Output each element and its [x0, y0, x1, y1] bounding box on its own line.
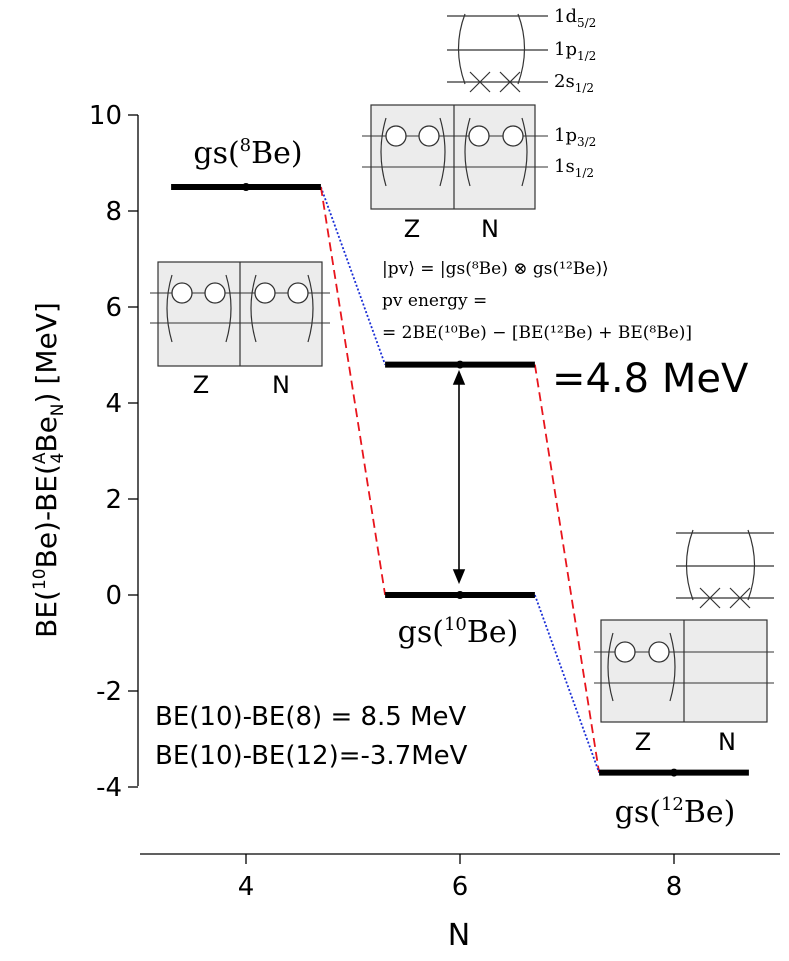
pv-energy-line1: pv energy =: [382, 291, 487, 311]
level-point-gs8: [242, 183, 250, 191]
nucleon-circle-icon: [287, 282, 309, 304]
be-10-12-annotation: BE(10)-BE(12)=-3.7MeV: [155, 741, 468, 771]
y-tick-label: -4: [96, 773, 122, 803]
gs8-label: gs(8Be): [193, 135, 302, 171]
nucleon-circle-icon: [385, 125, 407, 147]
be10-box-n-label: N: [481, 215, 499, 243]
x-ticks: 4 6 8: [238, 854, 683, 902]
y-tick-label: 0: [105, 581, 122, 611]
label-1s12: 1s1/2: [554, 156, 594, 180]
y-tick-label: 4: [105, 389, 122, 419]
x-tick-label: 4: [238, 872, 255, 902]
y-label-prefix: BE(: [30, 590, 63, 638]
level-connectors: [320, 186, 600, 773]
y-label-sup-10: 10: [30, 568, 50, 590]
link-gs8-gs10: [320, 186, 386, 596]
be12-box-z-label: Z: [635, 728, 651, 756]
y-tick-label: 2: [105, 485, 122, 515]
be12-box-n-label: N: [718, 728, 736, 756]
gap-double-arrow: [452, 369, 466, 585]
level-point-pv: [456, 360, 464, 369]
link-pv-gs12: [534, 364, 600, 773]
y-label-sup-A: A: [30, 452, 50, 464]
upper-shell-sketch: [447, 13, 548, 93]
pv-ket-annotation: |pv⟩ = |gs(⁸Be) ⊗ gs(¹²Be)⟩: [382, 259, 609, 279]
link-gs10-gs12: [534, 594, 600, 773]
energy-levels: [171, 183, 749, 777]
y-label-close: ): [30, 393, 63, 404]
y-label-be: Be: [30, 416, 63, 452]
link-gs8-pv: [320, 186, 386, 365]
nucleon-circle-icon: [468, 125, 490, 147]
y-label-unit: [MeV]: [30, 302, 63, 384]
y-ticks: -4 -2 0 2 4 6 8 10: [89, 101, 138, 803]
be10-shell-box: [362, 104, 548, 210]
x-tick-label: 8: [666, 872, 683, 902]
be12-upper-sketch: [676, 529, 774, 609]
be8-shell-box: [150, 261, 330, 367]
y-label-sub-N: N: [48, 403, 68, 416]
nucleon-circle-icon: [204, 282, 226, 304]
be12-shell-box: [594, 619, 774, 723]
be10-box-z-label: Z: [404, 215, 420, 243]
gs12-label: gs(12Be): [615, 794, 736, 830]
nucleon-circle-icon: [254, 282, 276, 304]
be8-box-n-label: N: [272, 371, 290, 399]
y-tick-label: 8: [105, 197, 122, 227]
label-1d52: 1d5/2: [554, 6, 596, 30]
vacancy-cross-icon: [469, 71, 491, 93]
vacancy-cross-icon: [499, 71, 521, 93]
y-tick-label: -2: [96, 677, 122, 707]
label-1p12: 1p1/2: [554, 39, 596, 63]
y-axis-label: BE(10Be)-BE(A4BeN) [MeV]: [30, 302, 68, 638]
x-tick-label: 6: [452, 872, 469, 902]
level-point-gs12: [670, 768, 678, 777]
nucleon-circle-icon: [418, 125, 440, 147]
pv-energy-line2: = 2BE(¹⁰Be) − [BE(¹²Be) + BE(⁸Be)]: [382, 323, 692, 343]
nucleon-circle-icon: [502, 125, 524, 147]
label-2s12: 2s1/2: [554, 71, 594, 95]
be8-box-z-label: Z: [193, 371, 209, 399]
gs10-label: gs(10Be): [398, 614, 519, 650]
label-1p32: 1p3/2: [554, 125, 596, 149]
be-10-8-annotation: BE(10)-BE(8) = 8.5 MeV: [155, 702, 467, 732]
y-tick-label: 10: [89, 101, 122, 131]
nucleon-circle-icon: [648, 641, 670, 663]
x-axis-label: N: [448, 918, 470, 953]
vacancy-cross-icon: [729, 587, 751, 609]
nucleon-circle-icon: [171, 282, 193, 304]
svg-text:BE(10Be)-BE(A4BeN)[MeV]: BE(10Be)-BE(A4BeN) [MeV]: [30, 302, 68, 638]
level-point-gs10: [456, 591, 464, 599]
big-value-annotation: =4.8 MeV: [552, 356, 749, 402]
y-label-sub-4: 4: [48, 453, 68, 464]
y-tick-label: 6: [105, 293, 122, 323]
vacancy-cross-icon: [699, 587, 721, 609]
y-label-mid: Be)-BE(: [30, 464, 63, 568]
nucleon-circle-icon: [614, 641, 636, 663]
